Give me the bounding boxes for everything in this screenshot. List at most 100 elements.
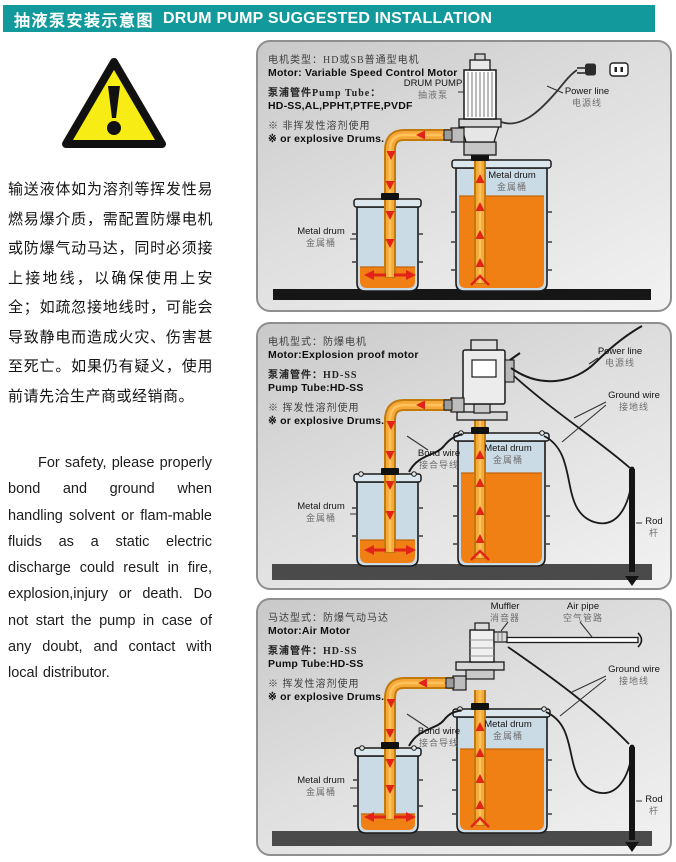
label-power-line-zh: 电源线 <box>571 97 602 108</box>
info-motor-type-zh: 电机类型：HD或SB普通型电机 <box>268 55 420 66</box>
panel-air-motor: 马达型式：防爆气动马达 Motor:Air Motor 泵浦管件：HD-SS P… <box>256 598 672 856</box>
panel-electric-motor: 电机类型：HD或SB普通型电机 Motor: Variable Speed Co… <box>256 40 672 312</box>
info-motor-type-en: Motor:Air Motor <box>268 625 351 637</box>
panel-explosion-proof-motor: 电机型式：防爆电机 Motor:Explosion proof motor 泵浦… <box>256 322 672 590</box>
info-motor-type-en: Motor: Variable Speed Control Motor <box>268 67 458 79</box>
info-note-zh: ※ 非挥发性溶剂使用 <box>268 121 371 132</box>
power-plug-icon <box>585 63 596 76</box>
discharge-tube-graphic <box>364 129 464 280</box>
safety-paragraph-zh: 输送液体如为溶剂等挥发性易燃易爆介质，需配置防爆电机或防爆气动马达，同时必须接上… <box>8 182 213 405</box>
ground-rod-graphic <box>625 466 639 586</box>
label-metal-drum-right-zh: 金属桶 <box>496 181 527 192</box>
label-metal-drum-left-zh: 金属桶 <box>305 512 336 523</box>
label-ground-wire: Ground wire 接地线 <box>604 664 664 687</box>
page-title-en: DRUM PUMP SUGGESTED INSTALLATION <box>163 9 493 27</box>
label-ground-wire-zh: 接地线 <box>618 401 649 412</box>
ground-wire-b <box>545 711 633 794</box>
ground-bar <box>272 564 652 580</box>
label-power-line-zh: 电源线 <box>604 357 635 368</box>
label-metal-drum-left: Metal drum 金属桶 <box>292 226 350 249</box>
info-pump-tube-label: 泵浦管件Pump Tube： <box>268 88 382 99</box>
label-drum-pump-en: DRUM PUMP <box>403 78 463 89</box>
warning-triangle-icon <box>62 58 166 148</box>
label-metal-drum-right-zh: 金属桶 <box>492 454 523 465</box>
info-note-en: ※ or explosive Drums. <box>268 133 385 145</box>
pump-graphic <box>443 53 502 156</box>
power-cord-graphic <box>500 62 629 125</box>
label-rod-zh: 杆 <box>648 527 659 538</box>
label-bond-wire-zh: 接合导线 <box>418 737 459 748</box>
label-metal-drum-left-en: Metal drum <box>297 226 345 237</box>
info-motor-type-en: Motor:Explosion proof motor <box>268 349 419 361</box>
ground-wire-a <box>513 375 631 469</box>
panel-info: 电机型式：防爆电机 Motor:Explosion proof motor 泵浦… <box>268 333 486 428</box>
drum-bung-left <box>381 193 399 200</box>
motor-handle <box>504 359 515 383</box>
label-ground-wire-zh: 接地线 <box>618 675 649 686</box>
leader-lines <box>350 621 642 802</box>
bond-wire <box>408 709 462 747</box>
label-rod-en: Rod <box>645 794 663 805</box>
label-ground-wire: Ground wire 接地线 <box>604 390 664 413</box>
drum-bung-right <box>471 703 489 710</box>
label-metal-drum-right-en: Metal drum <box>484 719 532 730</box>
drum-bung-left <box>381 468 399 475</box>
label-bond-wire-zh: 接合导线 <box>418 459 459 470</box>
outlet-icon <box>609 62 629 77</box>
panel-info: 马达型式：防爆气动马达 Motor:Air Motor 泵浦管件：HD-SS P… <box>268 609 486 704</box>
info-pump-tube-models: Pump Tube:HD-SS <box>268 658 364 670</box>
wires-graphic <box>408 646 633 794</box>
diagram-explosion-proof-motor <box>272 325 652 586</box>
ground-bar <box>273 289 651 300</box>
info-pump-tube-label: 泵浦管件：HD-SS <box>268 646 358 657</box>
bond-wire <box>408 433 463 473</box>
label-bond-wire: Bond wire 接合导线 <box>412 726 466 749</box>
ground-rod-graphic <box>625 744 639 852</box>
ground-wire-b <box>543 435 633 525</box>
label-metal-drum-left: Metal drum 金属桶 <box>292 501 350 524</box>
suction-tube-graphic <box>470 419 490 561</box>
label-muffler: Muffler 消音器 <box>478 601 532 624</box>
drum-bung-left <box>381 742 399 749</box>
drum-bung-right <box>471 427 489 434</box>
label-power-line: Power line 电源线 <box>560 86 614 109</box>
leader-lines <box>350 85 564 240</box>
label-power-line-en: Power line <box>597 346 643 357</box>
label-metal-drum-right: Metal drum 金属桶 <box>480 719 536 742</box>
label-metal-drum-left-zh: 金属桶 <box>305 786 336 797</box>
discharge-tube-graphic <box>364 677 466 822</box>
label-metal-drum-right-zh: 金属桶 <box>492 730 523 741</box>
label-bond-wire-en: Bond wire <box>417 726 461 737</box>
label-metal-drum-right: Metal drum 金属桶 <box>484 170 540 193</box>
label-bond-wire-en: Bond wire <box>417 448 461 459</box>
label-air-pipe-en: Air pipe <box>566 601 600 612</box>
info-note-en: ※ or explosive Drums. <box>268 691 385 703</box>
label-metal-drum-right-en: Metal drum <box>488 170 536 181</box>
label-air-pipe: Air pipe 空气管路 <box>554 601 612 624</box>
page-header: 抽液泵安装示意图 DRUM PUMP SUGGESTED INSTALLATIO… <box>3 5 655 32</box>
ground-bar <box>272 831 652 846</box>
label-rod: Rod 杆 <box>640 794 668 817</box>
label-metal-drum-right: Metal drum 金属桶 <box>480 443 536 466</box>
ground-wire-a <box>507 646 630 745</box>
label-ground-wire-en: Ground wire <box>608 390 660 401</box>
label-power-line: Power line 电源线 <box>592 346 648 369</box>
label-metal-drum-left-en: Metal drum <box>297 775 345 786</box>
label-drum-pump-zh: 抽液泵 <box>417 89 448 100</box>
info-note-zh: ※ 挥发性溶剂使用 <box>268 679 360 690</box>
label-drum-pump: DRUM PUMP 抽液泵 <box>402 78 464 101</box>
info-pump-tube-models: Pump Tube:HD-SS <box>268 382 364 394</box>
plug-prongs <box>577 67 585 74</box>
label-muffler-zh: 消音器 <box>489 612 520 623</box>
suction-tube-graphic <box>470 690 490 828</box>
label-metal-drum-left: Metal drum 金属桶 <box>292 775 350 798</box>
info-motor-type-zh: 马达型式：防爆气动马达 <box>268 613 389 624</box>
info-pump-tube-models: HD-SS,AL,PPHT,PTFE,PVDF <box>268 100 413 112</box>
info-note-en: ※ or explosive Drums. <box>268 415 385 427</box>
label-bond-wire: Bond wire 接合导线 <box>412 448 466 471</box>
muffler-graphic <box>493 631 508 643</box>
leader-lines <box>350 357 642 524</box>
page-title-zh: 抽液泵安装示意图 <box>14 12 155 30</box>
discharge-tube-graphic <box>364 399 464 555</box>
